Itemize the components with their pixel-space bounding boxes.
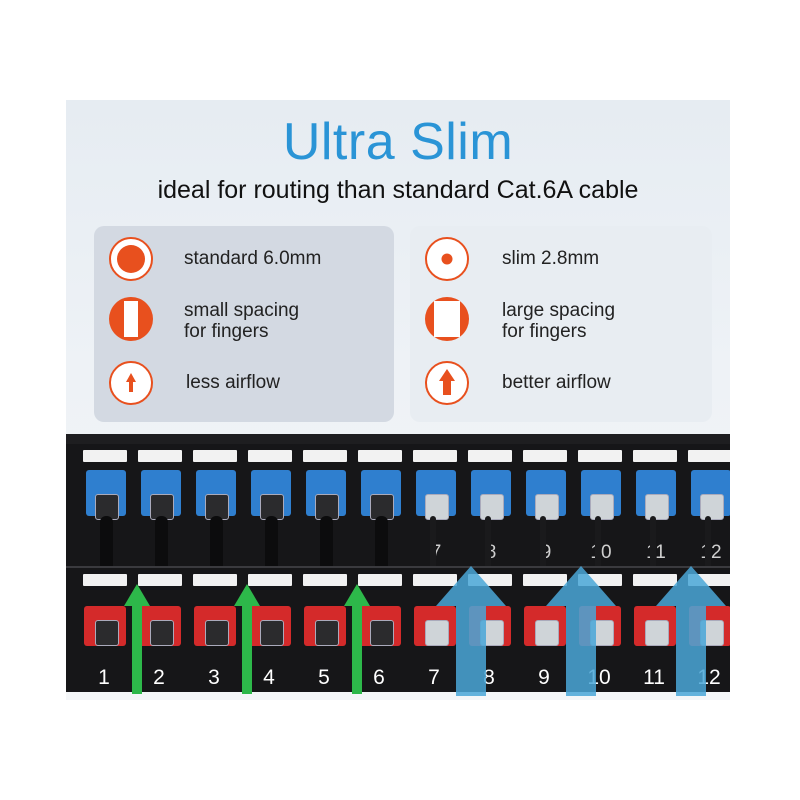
black-cable-plug: [95, 494, 119, 520]
page-subtitle: ideal for routing than standard Cat.6A c…: [157, 176, 639, 204]
port-label-strip: [413, 574, 457, 586]
left-item-airflow: less airflow: [94, 360, 394, 410]
port-label-strip: [523, 450, 567, 462]
bottom-port-number: 5: [318, 666, 330, 689]
slim-cable-plug: [480, 494, 504, 520]
port-label-strip: [688, 450, 730, 462]
port-label-strip: [83, 574, 127, 586]
top-port-number: 8: [471, 542, 511, 564]
bottom-port-number: 6: [373, 666, 385, 689]
page-title: Ultra Slim: [282, 113, 514, 171]
top-port-number: 10: [581, 542, 621, 564]
large-up-arrow-icon: [425, 361, 469, 405]
left-item-airflow-label: less airflow: [186, 372, 280, 393]
slim-cable-plug: [425, 494, 449, 520]
large-airflow-arrow-icon: [436, 566, 506, 696]
port-label-strip: [138, 450, 182, 462]
rack-base: [66, 692, 730, 700]
slim-cable-plug: [425, 620, 449, 646]
small-airflow-arrow-icon: [234, 584, 260, 694]
right-item-spacing: large spacing for fingers: [410, 296, 712, 346]
left-item-diameter: standard 6.0mm: [94, 236, 394, 286]
top-port-number: 11: [636, 542, 676, 564]
top-port-number: 9: [526, 542, 566, 564]
bottom-port-number: 11: [643, 666, 665, 689]
black-cable-plug: [150, 620, 174, 646]
slim-cable-plug: [700, 494, 724, 520]
port-label-strip: [523, 574, 567, 586]
port-label-strip: [413, 450, 457, 462]
port-label-strip: [303, 450, 347, 462]
black-cable-plug: [95, 620, 119, 646]
right-item-diameter-label: slim 2.8mm: [502, 248, 600, 269]
left-item-spacing: small spacing for fingers: [94, 296, 394, 346]
bottom-port-number: 2: [153, 666, 165, 689]
slim-cable-plug: [645, 494, 669, 520]
right-item-airflow: better airflow: [410, 360, 712, 410]
left-item-spacing-label: small spacing for fingers: [184, 300, 300, 342]
black-cable-plug: [260, 620, 284, 646]
large-airflow-arrow-icon: [546, 566, 616, 696]
black-cable-plug: [315, 620, 339, 646]
small-airflow-arrow-icon: [124, 584, 150, 694]
bottom-port-number: 9: [538, 666, 550, 689]
left-item-diameter-label: standard 6.0mm: [184, 248, 322, 269]
right-item-spacing-label: large spacing for fingers: [502, 300, 616, 342]
bottom-port-number: 4: [263, 666, 275, 689]
port-label-strip: [358, 450, 402, 462]
bottom-port-number: 3: [208, 666, 220, 689]
slim-cable-plug: [590, 494, 614, 520]
bottom-port-number: 8: [483, 666, 495, 689]
port-label-strip: [193, 450, 237, 462]
port-label-strip: [83, 450, 127, 462]
port-label-strip: [248, 574, 292, 586]
slim-cable-panel: slim 2.8mm large spacing for fingers bet…: [410, 226, 712, 422]
right-item-diameter: slim 2.8mm: [410, 236, 712, 286]
bottom-port-number: 1: [98, 666, 110, 689]
large-dot-circle-icon: [109, 237, 153, 281]
right-item-airflow-label: better airflow: [502, 372, 611, 393]
large-spacing-icon: [425, 297, 469, 341]
slim-cable-plug: [535, 620, 559, 646]
port-label-strip: [303, 574, 347, 586]
small-dot-circle-icon: [425, 237, 469, 281]
slim-cable-plug: [645, 620, 669, 646]
standard-cable-panel: standard 6.0mm small spacing for fingers…: [94, 226, 394, 422]
small-airflow-arrow-icon: [344, 584, 370, 694]
rack-top-rail: [66, 434, 730, 444]
port-label-strip: [138, 574, 182, 586]
slim-cable-plug: [535, 494, 559, 520]
black-cable-plug: [370, 620, 394, 646]
black-cable-plug: [260, 494, 284, 520]
top-port-number: 7: [416, 542, 456, 564]
bottom-port-number: 7: [428, 666, 440, 689]
port-label-strip: [193, 574, 237, 586]
row-separator: [66, 566, 730, 568]
small-spacing-icon: [109, 297, 153, 341]
port-label-strip: [358, 574, 402, 586]
port-label-strip: [633, 450, 677, 462]
port-label-strip: [578, 450, 622, 462]
large-airflow-arrow-icon: [656, 566, 726, 696]
product-scene: Ultra Slim ideal for routing than standa…: [66, 100, 730, 700]
black-cable-plug: [150, 494, 174, 520]
black-cable-plug: [205, 620, 229, 646]
port-label-strip: [248, 450, 292, 462]
port-label-strip: [633, 574, 677, 586]
small-up-arrow-icon: [109, 361, 153, 405]
port-label-strip: [468, 450, 512, 462]
